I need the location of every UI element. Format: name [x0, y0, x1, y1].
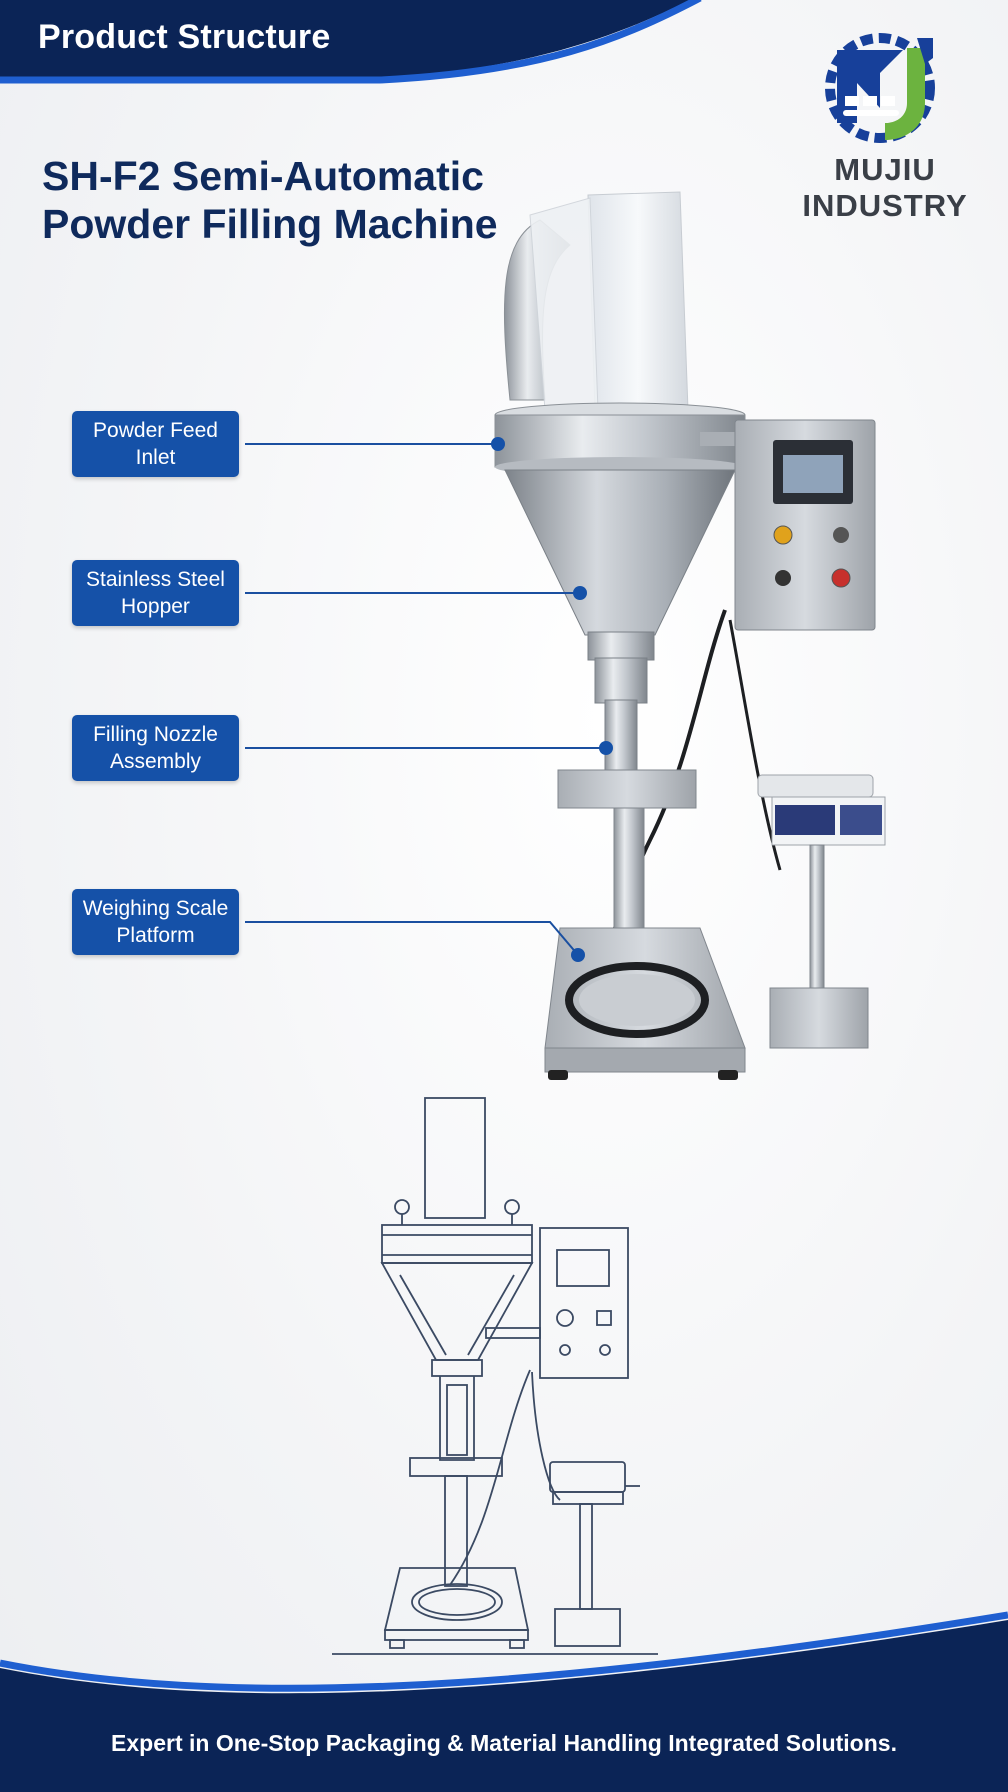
brand-name: MUJIU INDUSTRY — [795, 152, 975, 224]
mj-gear-logo-icon — [825, 33, 935, 143]
header-band — [0, 0, 702, 84]
brand-name-line1: MUJIU — [834, 152, 936, 187]
callout-filling-nozzle-assembly: Filling Nozzle Assembly — [72, 715, 239, 781]
callout-stainless-steel-hopper: Stainless Steel Hopper — [72, 560, 239, 626]
footer-tagline: Expert in One-Stop Packaging & Material … — [111, 1730, 897, 1756]
callout-label: Weighing Scale Platform — [82, 897, 229, 947]
callout-lines — [245, 437, 613, 962]
brand-name-line2: INDUSTRY — [802, 188, 968, 223]
product-title-line2: Powder Filling Machine — [42, 201, 498, 247]
callout-label: Filling Nozzle Assembly — [93, 723, 218, 773]
callout-label: Stainless Steel Hopper — [86, 568, 225, 618]
product-title: SH-F2 Semi-Automatic Powder Filling Mach… — [42, 152, 498, 248]
callout-weighing-scale-platform: Weighing Scale Platform — [72, 889, 239, 955]
header-title: Product Structure — [38, 18, 331, 56]
callout-powder-feed-inlet: Powder Feed Inlet — [72, 411, 239, 477]
machine-photo — [494, 191, 886, 1080]
product-title-line1: SH-F2 Semi-Automatic — [42, 153, 484, 199]
callout-label: Powder Feed Inlet — [93, 419, 218, 469]
machine-line-drawing — [332, 1097, 658, 1655]
